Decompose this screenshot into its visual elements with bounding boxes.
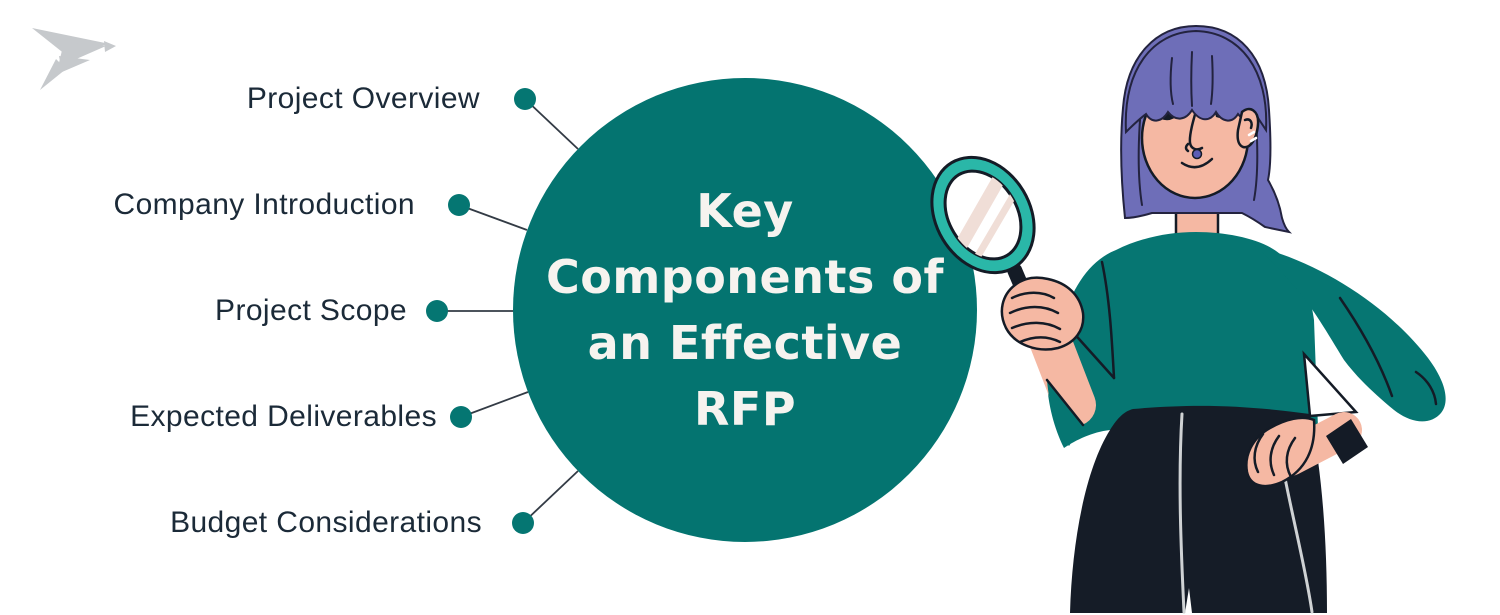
earring <box>1249 136 1258 143</box>
bang-strand <box>1190 51 1193 107</box>
sleeve-cuff-wedge <box>1047 380 1083 446</box>
hair-bangs <box>1124 29 1268 135</box>
woman-illustration <box>930 24 1446 614</box>
origami-bird-logo <box>32 28 116 90</box>
white-cuff <box>1302 350 1359 418</box>
lens-streak <box>972 194 1015 266</box>
connector-dot <box>450 406 472 428</box>
wristband <box>1326 419 1368 464</box>
magnifier-arm <box>930 155 1096 446</box>
component-label-project-overview: Project Overview <box>246 82 480 115</box>
circle-title-line: RFP <box>693 382 797 436</box>
right-hand <box>1000 276 1085 351</box>
central-circle <box>513 78 977 542</box>
ear <box>1236 107 1260 149</box>
sleeve-cuff-edge <box>1045 378 1085 427</box>
connector-dots <box>426 88 536 534</box>
circle-title: Key Components of an Effective RFP <box>513 78 977 542</box>
sweater-left-sleeve <box>1254 246 1446 422</box>
pants-side-seam <box>1281 466 1314 614</box>
pants-center-seam <box>1178 412 1186 614</box>
component-label-budget-considerations: Budget Considerations <box>170 506 482 539</box>
bird-beak <box>104 41 116 52</box>
earring <box>1247 130 1256 137</box>
sweater-chest-crease <box>1100 260 1116 380</box>
circle-title-line: Key <box>696 184 794 238</box>
connector-line-company-introduction <box>458 204 528 231</box>
nostril <box>1184 142 1190 153</box>
smile <box>1180 157 1214 169</box>
connector-dot <box>448 194 470 216</box>
component-label-expected-deliverables: Expected Deliverables <box>130 400 437 433</box>
sweater <box>1047 232 1446 448</box>
hair-strand <box>1137 119 1143 206</box>
sweater-torso <box>1047 232 1318 448</box>
bang-strand <box>1210 55 1214 105</box>
septum-ring <box>1191 148 1203 160</box>
connector-dot <box>512 512 534 534</box>
bird-lower-wing <box>59 56 90 72</box>
magnifying-glass <box>930 155 1036 275</box>
connector-line-project-overview <box>524 98 579 150</box>
bird-shapes <box>32 28 116 90</box>
sweater-right-arm-crease <box>1338 296 1394 398</box>
connector-line-expected-deliverables <box>460 391 529 418</box>
lens-streak <box>956 172 1003 254</box>
circle-title-line: Components of <box>545 250 945 304</box>
hip-arm <box>1245 350 1368 488</box>
connector-dot <box>514 88 536 110</box>
connector-line-budget-considerations <box>522 470 579 524</box>
component-label-company-introduction: Company Introduction <box>113 188 415 221</box>
circle-title-line: an Effective <box>587 316 903 370</box>
sweater-elbow-crease <box>1414 370 1438 406</box>
bird-tail <box>40 59 66 90</box>
connector-dot <box>426 300 448 322</box>
bang-strand <box>1169 57 1174 105</box>
component-label-project-scope: Project Scope <box>215 294 407 327</box>
